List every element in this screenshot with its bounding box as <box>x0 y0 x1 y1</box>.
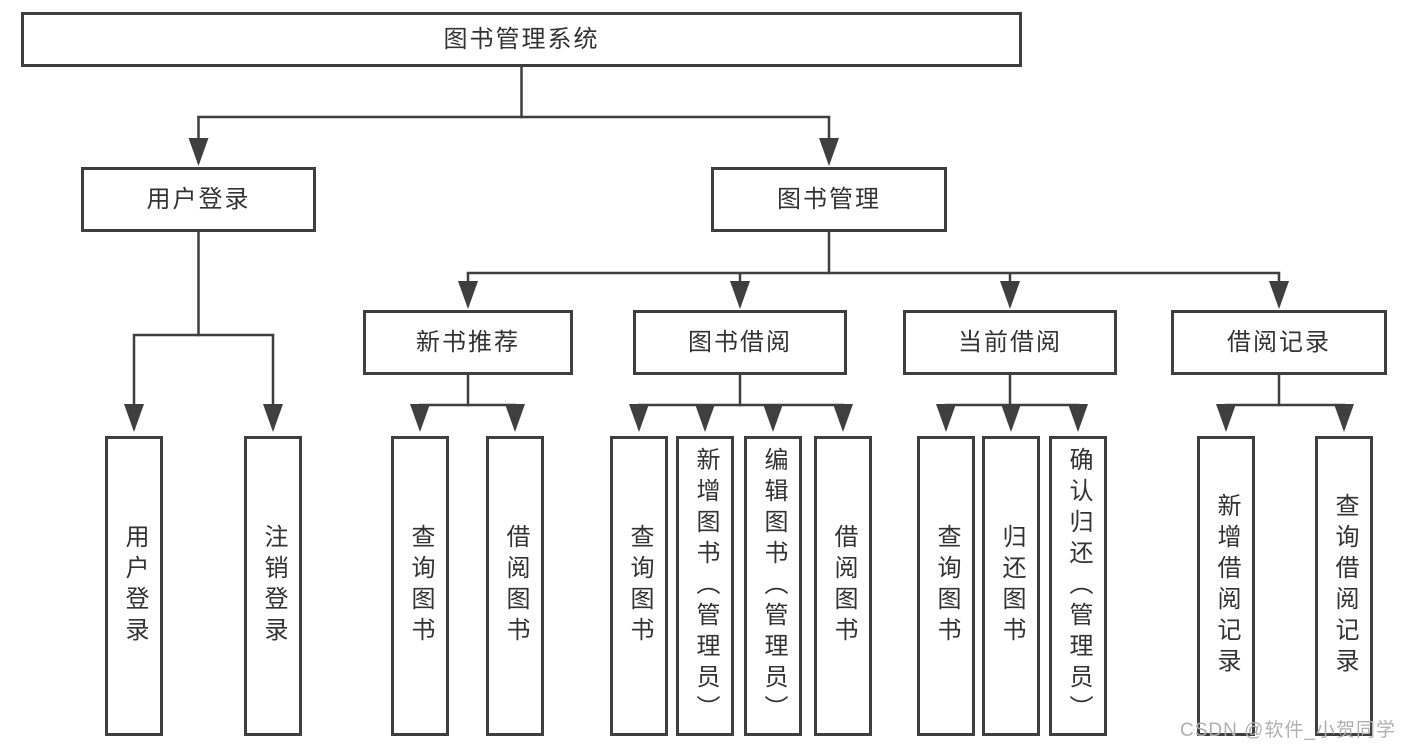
leaf-user-login: 用户登录 <box>105 436 163 736</box>
leaf-borrow-book-2: 借阅图书 <box>814 436 872 736</box>
node-label: 借阅记录 <box>1227 328 1331 356</box>
leaf-add-borrow-record: 新增借阅记录 <box>1197 436 1255 736</box>
node-label: 借阅图书 <box>502 524 529 648</box>
node-user-login: 用户登录 <box>81 167 316 232</box>
node-label: 查询图书 <box>933 524 960 648</box>
leaf-query-book-1: 查询图书 <box>391 436 449 736</box>
node-label: 查询图书 <box>626 524 653 648</box>
node-label: 图书借阅 <box>688 328 792 356</box>
node-current-borrow: 当前借阅 <box>903 310 1117 375</box>
node-label: 注销登录 <box>260 524 287 648</box>
node-label: 图书管理系统 <box>443 25 600 53</box>
node-label: 查询借阅记录 <box>1331 493 1358 679</box>
node-label: 新增借阅记录 <box>1213 493 1240 679</box>
node-label: 归还图书 <box>998 524 1025 648</box>
node-label: 编辑图书（管理员） <box>760 446 787 726</box>
leaf-confirm-return-admin: 确认归还（管理员） <box>1049 436 1107 736</box>
node-borrow-records: 借阅记录 <box>1171 310 1387 375</box>
leaf-borrow-book-1: 借阅图书 <box>486 436 544 736</box>
node-book-borrow: 图书借阅 <box>633 310 847 375</box>
leaf-query-book-2: 查询图书 <box>610 436 668 736</box>
node-label: 查询图书 <box>407 524 434 648</box>
node-label: 新增图书（管理员） <box>692 446 719 726</box>
node-root-system: 图书管理系统 <box>21 12 1022 67</box>
leaf-add-book-admin: 新增图书（管理员） <box>676 436 734 736</box>
node-label: 用户登录 <box>121 524 148 648</box>
node-label: 当前借阅 <box>958 328 1062 356</box>
node-label: 确认归还（管理员） <box>1065 446 1092 726</box>
leaf-query-book-3: 查询图书 <box>917 436 975 736</box>
watermark-text: CSDN @软件_小贺同学 <box>1180 720 1396 741</box>
node-label: 新书推荐 <box>416 328 520 356</box>
node-label: 用户登录 <box>146 185 251 213</box>
node-label: 借阅图书 <box>830 524 857 648</box>
leaf-edit-book-admin: 编辑图书（管理员） <box>744 436 802 736</box>
leaf-query-borrow-record: 查询借阅记录 <box>1315 436 1373 736</box>
leaf-return-book: 归还图书 <box>982 436 1040 736</box>
node-label: 图书管理 <box>777 185 881 213</box>
node-new-book-recommend: 新书推荐 <box>363 310 573 375</box>
leaf-logout: 注销登录 <box>244 436 302 736</box>
node-book-management: 图书管理 <box>711 167 947 232</box>
